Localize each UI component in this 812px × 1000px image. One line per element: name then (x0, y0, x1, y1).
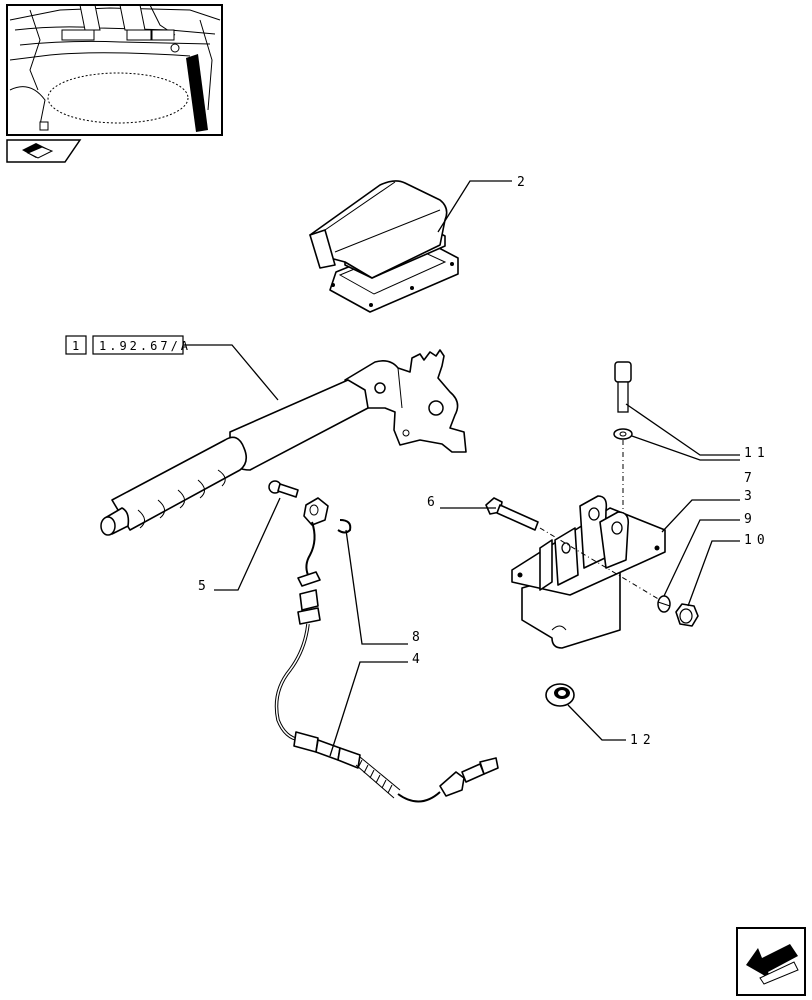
part-5-clevis-pin (268, 480, 299, 498)
callout-2: 2 (517, 175, 530, 190)
callout-4: 4 (412, 652, 425, 667)
reference-index: 1 (72, 339, 82, 353)
callout-11: 11 (744, 446, 770, 461)
part-8-spring-clip (337, 519, 352, 534)
callout-7: 7 (744, 471, 757, 486)
part-4-brake-cable (274, 497, 499, 803)
reference-box: 1 1.92.67/A (65, 335, 191, 355)
callout-5: 5 (198, 579, 211, 594)
reference-code: 1.92.67/A (99, 339, 191, 353)
callout-10: 10 (744, 533, 770, 548)
part-11-bolt (614, 361, 632, 413)
location-thumbnail (6, 4, 223, 136)
part-3-bracket (511, 495, 666, 649)
part-9-lock-washer (657, 595, 671, 613)
callout-6: 6 (427, 495, 440, 510)
axis-line-6 (539, 527, 661, 601)
callout-leaders (214, 180, 740, 757)
next-page-arrow-icon[interactable] (736, 927, 806, 996)
callout-8: 8 (412, 630, 425, 645)
part-10-nut (675, 603, 699, 627)
book-section-icon (6, 139, 82, 163)
part-2-rubber-boot (309, 180, 459, 313)
part-6-bolt (485, 497, 539, 531)
hand-brake-lever (100, 349, 467, 536)
part-7-washer (613, 428, 633, 440)
callout-labels: 2 11 7 6 3 9 10 5 8 4 12 (198, 175, 770, 748)
callout-9: 9 (744, 512, 757, 527)
callout-3: 3 (744, 489, 757, 504)
part-12-grommet (545, 683, 575, 707)
reference-leader (183, 344, 279, 401)
callout-12: 12 (630, 733, 656, 748)
